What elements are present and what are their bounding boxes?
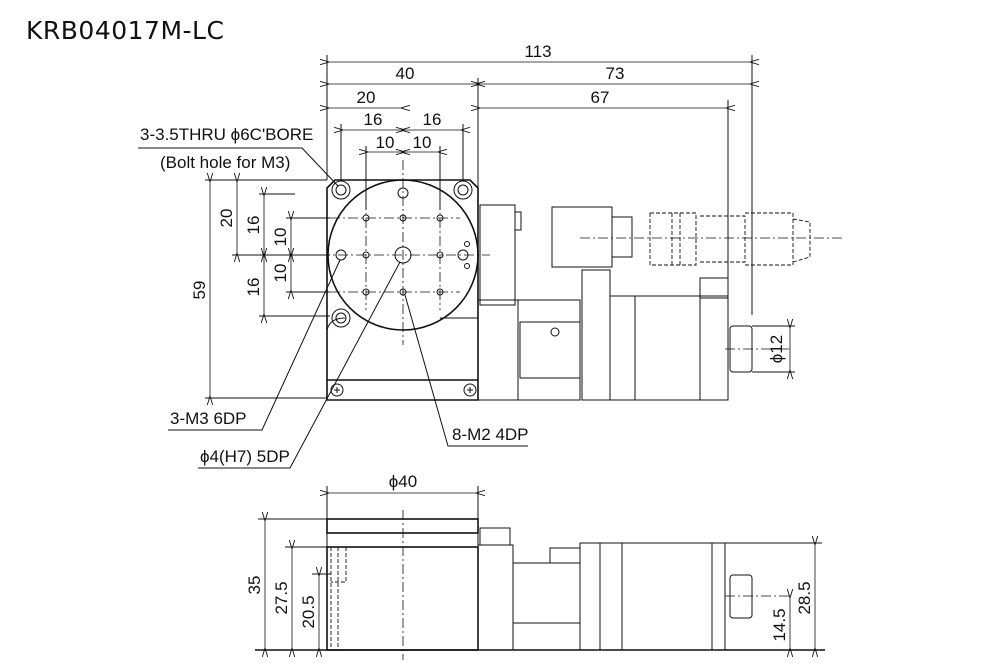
dim-67: 67 — [591, 88, 610, 107]
bolt-holes — [331, 180, 473, 328]
dim-16-right: 16 — [423, 110, 442, 129]
callouts: 3-3.5THRU ϕ6C'BORE (Bolt hole for M3) 3-… — [138, 125, 529, 469]
top-dimensions: 113 40 73 67 20 16 16 10 10 — [327, 42, 752, 330]
dim-27-5: 27.5 — [272, 581, 291, 614]
dim-16-left: 16 — [364, 110, 383, 129]
dim-28-5: 28.5 — [795, 581, 814, 614]
callout-bolt-hole-note: (Bolt hole for M3) — [160, 153, 290, 172]
dim-20-5: 20.5 — [299, 595, 318, 628]
side-view: ϕ40 35 27.5 20.5 28.5 14.5 — [245, 472, 825, 660]
dim-v10-bottom: 10 — [271, 264, 290, 283]
dim-v16-bottom: 16 — [244, 278, 263, 297]
dim-73: 73 — [606, 64, 625, 83]
dim-14-5: 14.5 — [770, 608, 789, 641]
dim-35: 35 — [245, 576, 264, 595]
dim-59: 59 — [190, 281, 209, 300]
left-dimensions: 59 20 16 16 10 10 — [190, 180, 330, 398]
dim-v20: 20 — [217, 209, 236, 228]
drawing-title: KRB04017M-LC — [26, 16, 225, 45]
dim-10-left: 10 — [376, 133, 395, 152]
dim-20: 20 — [357, 88, 376, 107]
dim-113: 113 — [524, 42, 551, 61]
dim-phi12: ϕ12 — [767, 335, 786, 363]
dim-40: 40 — [396, 64, 415, 83]
dim-v16-top: 16 — [244, 216, 263, 235]
dim-10-right: 10 — [413, 133, 432, 152]
callout-bolt-hole: 3-3.5THRU ϕ6C'BORE — [140, 125, 313, 144]
dim-v10-top: 10 — [271, 228, 290, 247]
callout-pin: ϕ4(H7) 5DP — [200, 447, 290, 466]
callout-m3: 3-M3 6DP — [170, 409, 247, 428]
dim-phi40: ϕ40 — [389, 472, 417, 491]
callout-m2: 8-M2 4DP — [452, 425, 529, 444]
top-view-motor: ϕ12 — [477, 204, 845, 401]
